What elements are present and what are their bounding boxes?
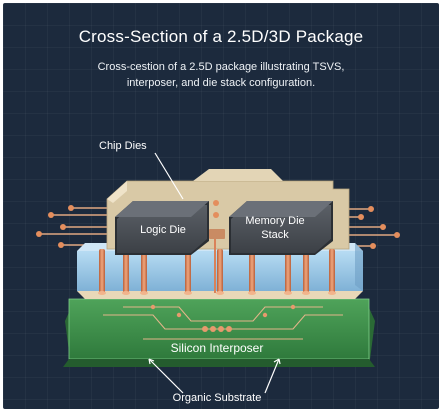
- organic-substrate-label: Organic Substrate: [173, 392, 262, 404]
- diagram-subtitle: Cross-cestion of a 2.5D package illustra…: [33, 59, 409, 91]
- diagram-frame: Cross-Section of a 2.5D/3D Package Cross…: [3, 3, 439, 409]
- chip-dies-callout: Chip Dies: [99, 140, 184, 200]
- silicon-interposer-label: Silicon Interposer: [171, 341, 264, 355]
- memory-die-stack: Memory Die Stack: [229, 201, 333, 255]
- center-interconnect: [209, 200, 225, 293]
- package-cross-section: Logic Die Memory Die Stack Chip Dies Sil…: [36, 140, 400, 404]
- subtitle-line-2: interposer, and die stack configuration.: [126, 77, 316, 89]
- organic-substrate-layer: [63, 298, 375, 367]
- tsv-pillars: [98, 249, 336, 295]
- diagram-title: Cross-Section of a 2.5D/3D Package: [78, 27, 364, 46]
- memory-die-label-line-2: Stack: [261, 229, 289, 241]
- logic-die-label: Logic Die: [140, 224, 186, 236]
- logic-die: Logic Die: [115, 201, 209, 255]
- chip-dies-label: Chip Dies: [99, 140, 147, 152]
- subtitle-line-1: Cross-cestion of a 2.5D package illustra…: [97, 61, 345, 73]
- memory-die-label-line-1: Memory Die: [245, 215, 304, 227]
- organic-substrate-callout: Organic Substrate: [148, 358, 281, 404]
